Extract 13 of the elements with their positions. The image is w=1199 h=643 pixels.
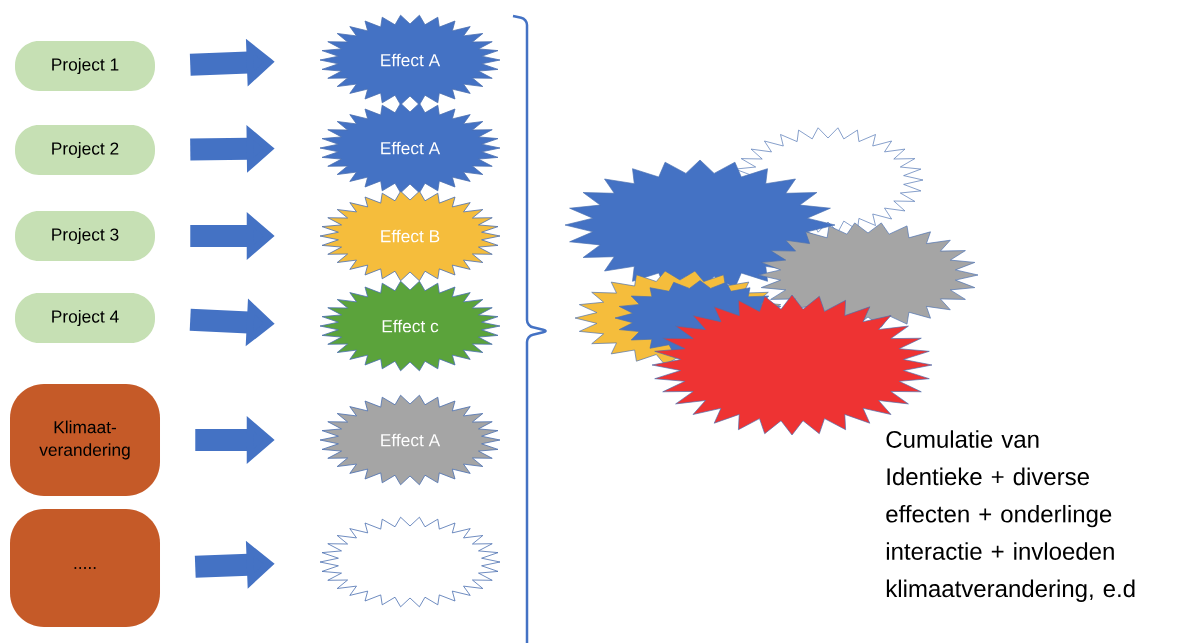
project-box: Project 1 [15,41,155,91]
note-text: Cumulatie van Identieke + diverse effecten + onderlinge interactie + invloeden klimaatverandering, e.d [886,430,1135,602]
project-box: Project 4 [15,293,155,343]
effect-starburst [319,516,501,608]
project-box: Project 3 [15,211,155,261]
effect-starburst: Effect c [319,280,501,372]
effect-starburst: Effect A [319,394,501,486]
effect-starburst: Effect B [319,190,501,282]
project-box: Project 2 [15,125,155,175]
source-box: ..... [10,509,160,627]
effect-starburst: Effect A [319,14,501,106]
effect-starburst: Effect A [319,102,501,194]
source-box: Klimaat-verandering [10,384,160,496]
